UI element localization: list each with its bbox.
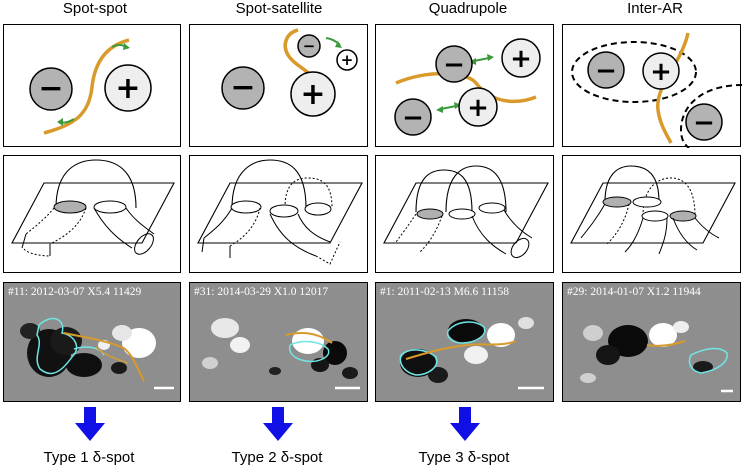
type-label-3: Type 3 δ-spot: [418, 449, 510, 466]
column-title-quadrupole: Quadrupole: [428, 0, 508, 17]
svg-text:+: +: [650, 57, 672, 87]
sketch-quadrupole: − + − +: [375, 24, 554, 147]
sketch-spot-spot: − +: [3, 24, 181, 147]
down-arrow-icon: [75, 407, 105, 441]
svg-text:−: −: [303, 37, 316, 55]
down-arrow-icon: [450, 407, 480, 441]
svg-text:+: +: [510, 44, 532, 74]
column-title-spot-satellite: Spot-satellite: [235, 0, 323, 17]
column-title-spot-spot: Spot-spot: [62, 0, 128, 17]
sketch-spot-satellite: − + − +: [189, 24, 368, 147]
svg-text:−: −: [595, 56, 617, 86]
type-label-2: Type 2 δ-spot: [231, 449, 323, 466]
fluxtube-spot-satellite: [189, 155, 368, 273]
svg-text:+: +: [300, 77, 325, 112]
column-title-inter-ar: Inter-AR: [627, 0, 683, 17]
fluxtube-spot-spot: [3, 155, 181, 273]
fluxtube-quadrupole: [375, 155, 554, 273]
magnetogram-spot-spot: #11: 2012-03-07 X5.4 11429: [3, 282, 181, 402]
svg-text:−: −: [230, 70, 255, 105]
sketch-inter-ar: − + −: [562, 24, 742, 148]
svg-text:−: −: [443, 50, 465, 80]
down-arrow-icon: [263, 407, 293, 441]
fluxtube-inter-ar: [562, 155, 741, 273]
negative-symbol: −: [38, 71, 63, 106]
magnetogram-label: #29: 2014-01-07 X1.2 11944: [567, 286, 701, 298]
magnetogram-label: #11: 2012-03-07 X5.4 11429: [8, 286, 142, 298]
magnetogram-label: #31: 2014-03-29 X1.0 12017: [194, 286, 329, 298]
svg-text:−: −: [693, 108, 715, 138]
svg-text:−: −: [402, 103, 424, 133]
magnetogram-spot-satellite: #31: 2014-03-29 X1.0 12017: [189, 282, 368, 402]
magnetogram-inter-ar: #29: 2014-01-07 X1.2 11944: [562, 282, 741, 402]
positive-symbol: +: [115, 71, 140, 106]
magnetogram-quadrupole: #1: 2011-02-13 M6.6 11158: [375, 282, 554, 402]
type-label-1: Type 1 δ-spot: [43, 449, 135, 466]
svg-text:+: +: [467, 93, 489, 123]
svg-text:+: +: [341, 51, 354, 69]
magnetogram-label: #1: 2011-02-13 M6.6 11158: [380, 286, 510, 298]
